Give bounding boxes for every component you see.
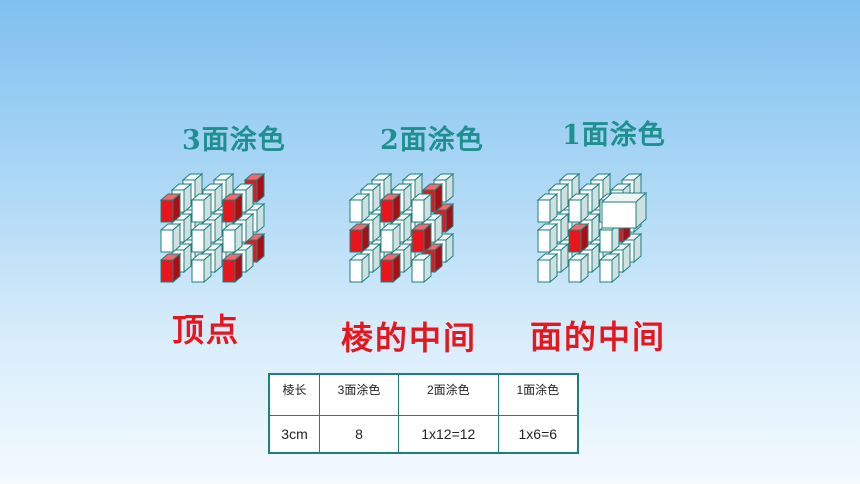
vertex-cube-diagram	[159, 172, 266, 284]
unpainted-piece	[536, 252, 559, 284]
header-two-face: 2面涂色	[397, 373, 499, 416]
unpainted-piece	[379, 222, 402, 254]
unpainted-piece	[159, 222, 182, 254]
header-one-face: 1面涂色	[497, 373, 579, 416]
heading-one-face: 1面涂色	[562, 120, 666, 151]
painted-piece	[348, 222, 371, 254]
edge-cube-diagram	[348, 172, 455, 284]
unpainted-piece	[348, 252, 371, 284]
header-three-face: 3面涂色	[319, 373, 399, 416]
unpainted-piece	[536, 222, 559, 254]
table-row: 3cm 8 1x12=12 1x6=6	[268, 415, 579, 454]
cell-two-face: 1x12=12	[397, 415, 499, 454]
painted-piece	[221, 192, 244, 224]
painted-piece	[567, 222, 590, 254]
unpainted-piece	[432, 172, 455, 204]
header-edge-length: 棱长	[268, 373, 321, 416]
unpainted-piece	[567, 192, 590, 224]
heading-three-face: 3面涂色	[182, 125, 286, 156]
unpainted-piece	[410, 192, 433, 224]
caption-edge-middle: 棱的中间	[341, 319, 478, 357]
unpainted-piece	[536, 192, 559, 224]
cell-edge-length: 3cm	[268, 415, 321, 454]
unpainted-piece	[190, 252, 213, 284]
cell-one-face: 1x6=6	[497, 415, 579, 454]
caption-vertex: 顶点	[172, 311, 241, 349]
face-cube-diagram	[536, 172, 648, 284]
unpainted-piece	[348, 192, 371, 224]
caption-face-middle: 面的中间	[530, 318, 667, 356]
unpainted-piece	[221, 222, 244, 254]
painted-piece	[379, 192, 402, 224]
summary-table: 棱长 3面涂色 2面涂色 1面涂色 3cm 8 1x12=12 1x6=6	[268, 373, 579, 454]
unpainted-piece	[410, 252, 433, 284]
painted-piece	[410, 222, 433, 254]
painted-piece	[379, 252, 402, 284]
painted-piece	[221, 252, 244, 284]
cell-three-face: 8	[319, 415, 399, 454]
unpainted-piece	[190, 192, 213, 224]
painted-piece	[159, 252, 182, 284]
pulled-out-piece	[600, 191, 648, 230]
table-header-row: 棱长 3面涂色 2面涂色 1面涂色	[268, 373, 579, 416]
heading-two-face: 2面涂色	[380, 125, 484, 156]
unpainted-piece	[190, 222, 213, 254]
unpainted-piece	[567, 252, 590, 284]
unpainted-piece	[598, 252, 621, 284]
painted-piece	[159, 192, 182, 224]
